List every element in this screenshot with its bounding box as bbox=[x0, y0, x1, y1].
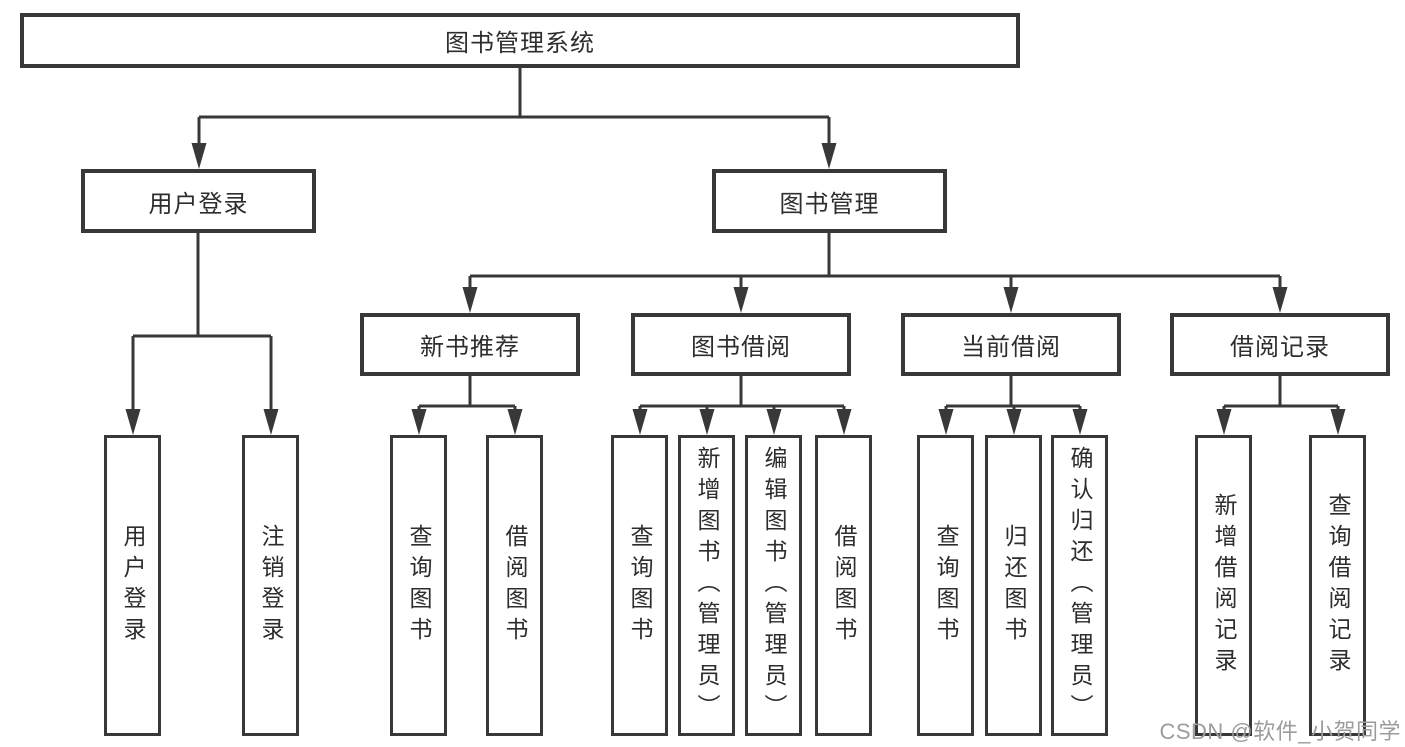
node-label: 注销登录 bbox=[258, 523, 284, 648]
arrowhead-icon bbox=[733, 287, 749, 313]
leaf-borrow-books-recommendation: 借阅图书 bbox=[486, 435, 543, 736]
csdn-watermark: CSDN @软件_小贺同学 bbox=[1159, 719, 1401, 744]
leaf-confirm-return-admin: 确认归还（管理员） bbox=[1051, 435, 1108, 736]
node-book-borrowing: 图书借阅 bbox=[631, 313, 851, 376]
edge-userlogin-to-leaves bbox=[131, 233, 273, 411]
leaf-borrow-books: 借阅图书 bbox=[815, 435, 872, 736]
node-label: 图书管理系统 bbox=[445, 30, 595, 57]
arrowhead-icon bbox=[1072, 409, 1088, 435]
node-label: 新增图书（管理员） bbox=[694, 446, 720, 725]
node-label: 归还图书 bbox=[1001, 523, 1027, 648]
arrowhead-icon bbox=[632, 409, 648, 435]
leaf-return-books: 归还图书 bbox=[985, 435, 1042, 736]
node-label: 当前借阅 bbox=[961, 334, 1061, 361]
arrowhead-icon bbox=[1006, 409, 1022, 435]
node-library-management-system: 图书管理系统 bbox=[20, 13, 1020, 68]
leaf-query-books-recommendation: 查询图书 bbox=[390, 435, 447, 736]
arrowhead-icon bbox=[411, 409, 427, 435]
leaf-edit-books-admin: 编辑图书（管理员） bbox=[745, 435, 802, 736]
node-book-management: 图书管理 bbox=[712, 169, 947, 233]
node-label: 借阅图书 bbox=[502, 523, 528, 648]
node-current-borrowing: 当前借阅 bbox=[901, 313, 1121, 376]
edge-bookmgmt-to-level3 bbox=[468, 233, 1282, 289]
leaf-user-login: 用户登录 bbox=[104, 435, 161, 736]
arrowhead-icon bbox=[821, 143, 837, 169]
node-label: 新书推荐 bbox=[420, 334, 520, 361]
edge-root-to-level2 bbox=[197, 68, 831, 145]
node-label: 查询借阅记录 bbox=[1325, 492, 1351, 679]
edge-paths bbox=[131, 68, 1340, 411]
arrowhead-icon bbox=[125, 409, 141, 435]
leaf-query-borrow-record: 查询借阅记录 bbox=[1309, 435, 1366, 736]
node-label: 用户登录 bbox=[120, 523, 146, 648]
leaf-query-books-current: 查询图书 bbox=[917, 435, 974, 736]
leaf-add-borrow-record: 新增借阅记录 bbox=[1195, 435, 1252, 736]
node-borrowing-records: 借阅记录 bbox=[1170, 313, 1390, 376]
arrowhead-icon bbox=[699, 409, 715, 435]
node-label: 图书管理 bbox=[779, 190, 880, 218]
node-label: 借阅记录 bbox=[1230, 334, 1330, 361]
arrowhead-icons bbox=[125, 143, 1346, 435]
edge-newbookrec-to-leaves bbox=[417, 376, 517, 411]
leaf-add-books-admin: 新增图书（管理员） bbox=[678, 435, 735, 736]
node-label: 查询图书 bbox=[627, 523, 653, 648]
arrowhead-icon bbox=[191, 143, 207, 169]
edge-currentborrow-to-leaves bbox=[944, 376, 1082, 411]
node-label: 用户登录 bbox=[148, 190, 249, 218]
arrowhead-icon bbox=[263, 409, 279, 435]
node-user-login: 用户登录 bbox=[81, 169, 316, 233]
arrowhead-icon bbox=[462, 287, 478, 313]
arrowhead-icon bbox=[1216, 409, 1232, 435]
arrowhead-icon bbox=[1003, 287, 1019, 313]
node-new-book-recommendation: 新书推荐 bbox=[360, 313, 580, 376]
node-label: 确认归还（管理员） bbox=[1067, 446, 1093, 725]
node-label: 查询图书 bbox=[933, 523, 959, 648]
node-label: 编辑图书（管理员） bbox=[761, 446, 787, 725]
arrowhead-icon bbox=[836, 409, 852, 435]
edge-bookborrow-to-leaves bbox=[638, 376, 846, 411]
arrowhead-icon bbox=[938, 409, 954, 435]
edge-borrowrecords-to-leaves bbox=[1222, 376, 1340, 411]
leaf-query-books-borrowing: 查询图书 bbox=[611, 435, 668, 736]
node-label: 图书借阅 bbox=[691, 334, 791, 361]
arrowhead-icon bbox=[1330, 409, 1346, 435]
node-label: 新增借阅记录 bbox=[1211, 492, 1237, 679]
node-label: 借阅图书 bbox=[831, 523, 857, 648]
arrowhead-icon bbox=[1272, 287, 1288, 313]
arrowhead-icon bbox=[507, 409, 523, 435]
arrowhead-icon bbox=[766, 409, 782, 435]
leaf-logout: 注销登录 bbox=[242, 435, 299, 736]
node-label: 查询图书 bbox=[406, 523, 432, 648]
